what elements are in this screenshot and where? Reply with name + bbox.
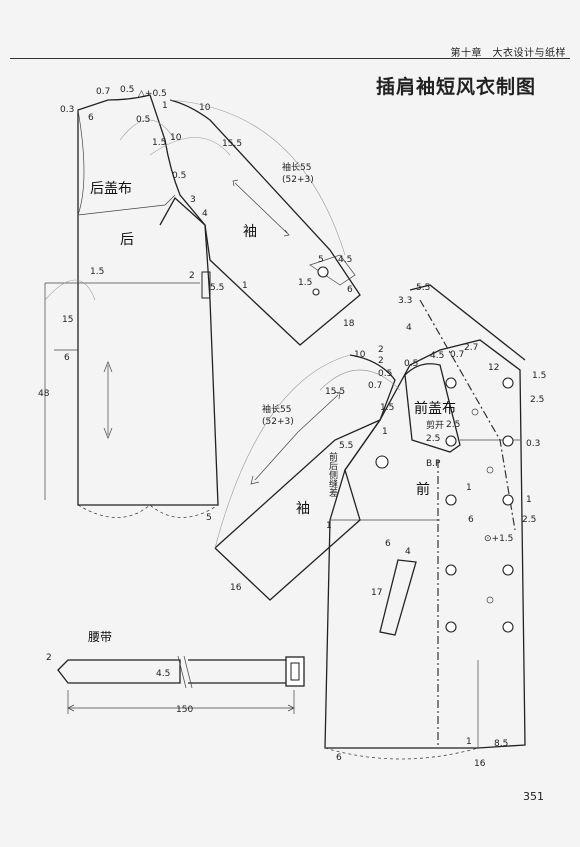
back-m-4: 4 (202, 209, 208, 219)
back-m-05c: 0.5 (172, 171, 186, 181)
back-m-07: 0.7 (96, 87, 110, 97)
front-m-1a: 1 (466, 483, 472, 493)
front-m-25d: 2.5 (522, 515, 536, 525)
front-m-2: 2 (378, 345, 384, 355)
front-cut-label: 剪开 (426, 419, 444, 431)
belt-length: 150 (176, 705, 193, 715)
back-m-delta: △+0.5 (138, 89, 167, 99)
back-sleeve-m-18: 18 (343, 319, 355, 329)
back-m-05: 0.5 (120, 85, 134, 95)
front-m-1b: 1 (526, 495, 532, 505)
front-sleeve-piece (214, 354, 401, 601)
page-title: 插肩袖短风衣制图 (375, 76, 536, 98)
front-m-03: 0.3 (526, 439, 540, 449)
front-yoke-label: 前盖布 (414, 400, 456, 417)
front-sleeve-m-55: 5.5 (339, 441, 353, 451)
front-sleeve-m-07: 0.7 (368, 381, 382, 391)
back-m-10a: 10 (199, 103, 211, 113)
front-m-circle: ⊙+1.5 (484, 534, 513, 544)
back-m-3: 3 (190, 195, 196, 205)
front-sleeve-m-10: 10 (354, 350, 366, 360)
front-sleeve-length-sub: (52+3) (262, 417, 294, 427)
front-sleeve-m-16: 16 (230, 583, 242, 593)
belt-label: 腰带 (88, 630, 112, 644)
back-m-10b: 10 (170, 133, 182, 143)
front-sleeve-m-155: 15.5 (325, 387, 345, 397)
front-m-4: 4 (406, 323, 412, 333)
front-side-seam-note: 前后侧缝差 (327, 451, 338, 497)
front-m-6b: 6 (385, 539, 391, 549)
front-sleeve-m-2: 2 (378, 356, 384, 366)
front-m-55: 5.5 (416, 283, 430, 293)
front-m-85: 8.5 (494, 739, 508, 749)
front-m-05: 0.5 (404, 359, 418, 369)
belt-width: 4.5 (156, 669, 170, 679)
front-m-1c: 1 (466, 737, 472, 747)
back-sleeve-label: 袖 (243, 224, 257, 240)
back-sleeve-m-15: 1.5 (298, 278, 312, 288)
front-m-17: 17 (371, 588, 382, 598)
back-sleeve-m-45: 4.5 (338, 255, 352, 265)
back-m-2: 2 (189, 271, 195, 281)
front-sleeve-m-1: 1 (382, 427, 388, 437)
front-label: 前 (416, 481, 430, 498)
back-label: 后 (120, 232, 134, 248)
back-m-5: 5 (206, 513, 212, 523)
back-m-15: 1.5 (152, 138, 166, 148)
back-m-05b: 0.5 (136, 115, 150, 125)
header-rule (10, 58, 570, 59)
back-yoke-label: 后盖布 (90, 181, 132, 197)
front-m-15: 1.5 (532, 371, 546, 381)
front-m-25a: 2.5 (530, 395, 544, 405)
front-m-4: 4 (405, 547, 411, 557)
front-m-25b: 2.5 (446, 420, 460, 430)
back-sleeve-m-6: 6 (347, 285, 353, 295)
chapter-header: 第十章 大衣设计与纸样 (450, 48, 566, 59)
front-m-25c: 2.5 (426, 434, 440, 444)
back-m-55: 5.5 (210, 283, 224, 293)
front-m-45: 4.5 (430, 351, 444, 361)
back-m-1b: 1 (242, 281, 248, 291)
front-bp-label: B.P (426, 459, 441, 469)
back-m-48: 48 (38, 389, 50, 399)
front-sleeve-m-15: 1.5 (380, 403, 394, 413)
front-sleeve-m-05: 0.5 (378, 369, 392, 379)
front-m-6c: 6 (336, 753, 342, 763)
back-sleeve-length-sub: (52+3) (282, 175, 314, 185)
belt-piece (57, 655, 305, 714)
front-m-16: 16 (474, 759, 486, 769)
back-m-03: 0.3 (60, 105, 74, 115)
front-m-07: 0.7 (450, 350, 464, 360)
front-m-33: 3.3 (398, 296, 412, 306)
front-m-6a: 6 (468, 515, 474, 525)
front-m-1d: 1 (326, 521, 332, 531)
back-m-1: 1 (162, 101, 168, 111)
back-sleeve-m-5: 5 (318, 255, 324, 265)
back-body-piece (44, 94, 231, 518)
page-number: 351 (523, 790, 544, 803)
front-m-27: 2.7 (464, 343, 478, 353)
back-sleeve-length: 袖长55 (282, 161, 311, 173)
back-m-15b: 1.5 (90, 267, 104, 277)
belt-end: 2 (46, 653, 52, 663)
back-m-6: 6 (88, 113, 94, 123)
back-m-15c: 15 (62, 315, 73, 325)
back-m-6b: 6 (64, 353, 70, 363)
front-sleeve-label: 袖 (296, 501, 310, 517)
front-m-12: 12 (488, 363, 499, 373)
back-sleeve-piece (159, 99, 361, 346)
front-sleeve-length: 袖长55 (262, 403, 291, 415)
